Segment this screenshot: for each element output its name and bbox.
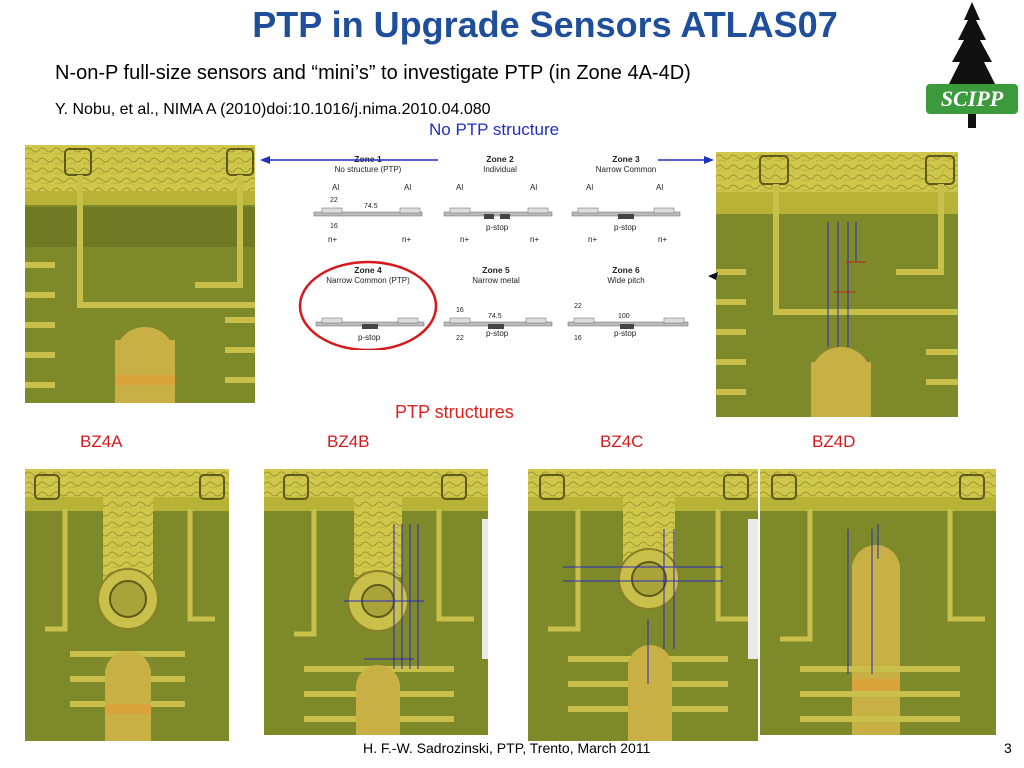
svg-text:Zone 4: Zone 4 bbox=[354, 265, 382, 275]
svg-text:Al: Al bbox=[404, 183, 411, 192]
micrograph-bz4a bbox=[25, 469, 229, 741]
logo-text: SCIPP bbox=[941, 86, 1004, 111]
svg-text:16: 16 bbox=[456, 307, 464, 314]
svg-text:Narrow Common (PTP): Narrow Common (PTP) bbox=[326, 276, 410, 285]
svg-text:p-stop: p-stop bbox=[486, 223, 509, 232]
svg-text:Wide pitch: Wide pitch bbox=[607, 276, 644, 285]
svg-text:Al: Al bbox=[332, 183, 339, 192]
reference-citation: Y. Nobu, et al., NIMA A (2010)doi:10.101… bbox=[55, 101, 491, 118]
svg-text:22: 22 bbox=[574, 303, 582, 310]
svg-text:16: 16 bbox=[330, 223, 338, 230]
svg-text:16: 16 bbox=[574, 335, 582, 342]
slide-subtitle: N-on-P full-size sensors and “mini’s” to… bbox=[55, 62, 691, 84]
svg-text:Al: Al bbox=[456, 183, 463, 192]
svg-text:74.5: 74.5 bbox=[488, 313, 502, 320]
micrograph-bz4c bbox=[528, 469, 758, 741]
svg-text:n+: n+ bbox=[658, 235, 667, 244]
svg-text:n+: n+ bbox=[402, 235, 411, 244]
svg-text:p-stop: p-stop bbox=[358, 333, 381, 342]
panel-label-bz4a: BZ4A bbox=[80, 432, 123, 451]
svg-text:Zone 6: Zone 6 bbox=[612, 265, 640, 275]
zone1-arrows bbox=[260, 156, 718, 280]
svg-text:100: 100 bbox=[618, 313, 630, 320]
svg-text:22: 22 bbox=[456, 335, 464, 342]
svg-text:74.5: 74.5 bbox=[364, 203, 378, 210]
zone1-title: Zone 1 bbox=[354, 154, 382, 164]
micrograph-bz4d bbox=[760, 469, 996, 735]
svg-text:n+: n+ bbox=[328, 235, 337, 244]
slide-title: PTP in Upgrade Sensors ATLAS07 bbox=[252, 4, 838, 45]
scipp-logo: SCIPP bbox=[922, 0, 1022, 132]
svg-text:Zone 2: Zone 2 bbox=[486, 154, 514, 164]
micrograph-zone1-left bbox=[25, 145, 255, 403]
svg-text:Zone 3: Zone 3 bbox=[612, 154, 640, 164]
svg-text:Narrow Common: Narrow Common bbox=[596, 165, 656, 174]
svg-text:22: 22 bbox=[330, 197, 338, 204]
svg-text:p-stop: p-stop bbox=[614, 223, 637, 232]
zone1-desc: No structure (PTP) bbox=[335, 165, 402, 174]
panel-label-bz4b: BZ4B bbox=[327, 432, 370, 451]
svg-text:n+: n+ bbox=[460, 235, 469, 244]
no-ptp-structure-label: No PTP structure bbox=[429, 120, 560, 139]
svg-text:Individual: Individual bbox=[483, 165, 517, 174]
page-number: 3 bbox=[1004, 740, 1012, 756]
svg-text:p-stop: p-stop bbox=[486, 329, 509, 338]
svg-text:n+: n+ bbox=[530, 235, 539, 244]
svg-text:Al: Al bbox=[530, 183, 537, 192]
panel-label-bz4c: BZ4C bbox=[600, 432, 644, 451]
svg-text:n+: n+ bbox=[588, 235, 597, 244]
panel-label-bz4d: BZ4D bbox=[812, 432, 856, 451]
svg-text:Zone 5: Zone 5 bbox=[482, 265, 510, 275]
svg-text:Al: Al bbox=[656, 183, 663, 192]
svg-text:p-stop: p-stop bbox=[614, 329, 637, 338]
micrograph-zone1-right bbox=[716, 152, 958, 417]
ptp-structures-label: PTP structures bbox=[395, 402, 514, 422]
svg-text:Al: Al bbox=[586, 183, 593, 192]
footer-text: H. F.-W. Sadrozinski, PTP, Trento, March… bbox=[363, 740, 651, 756]
zone-structure-diagram: Zone 1 No structure (PTP) Al Al 22 74.5 … bbox=[292, 150, 712, 352]
micrograph-bz4b bbox=[264, 469, 488, 735]
svg-text:Narrow metal: Narrow metal bbox=[472, 276, 520, 285]
